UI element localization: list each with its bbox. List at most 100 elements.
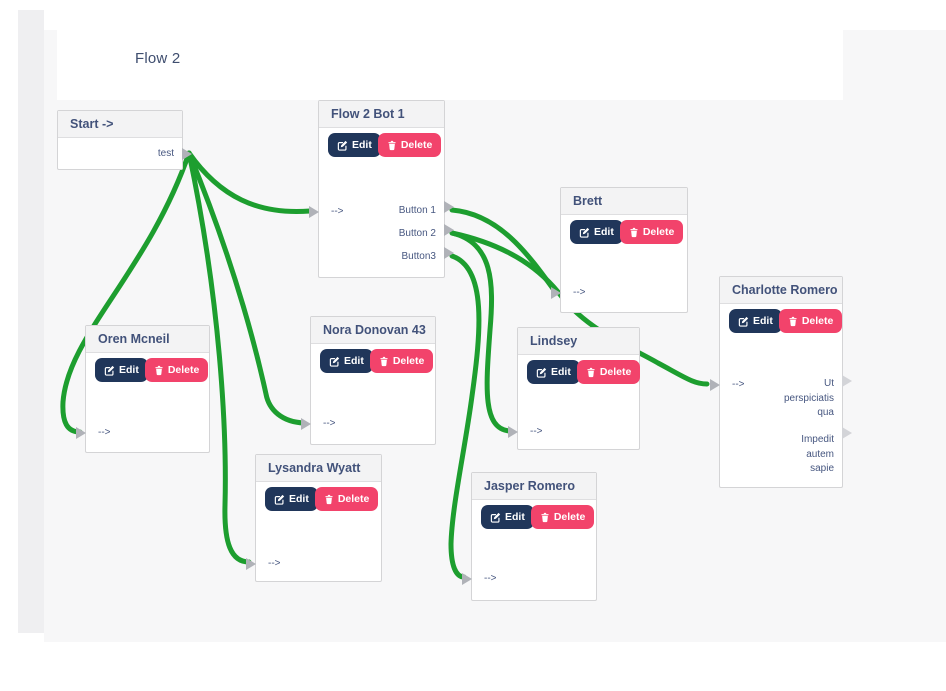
edit-button[interactable]: Edit [95,358,148,382]
output-port-label: Impedit autem sapie [801,434,834,474]
delete-button-label: Delete [392,355,425,367]
output-port[interactable] [842,427,852,439]
node-actions: Edit Delete [95,358,209,382]
input-port[interactable] [551,287,561,299]
output-port-label: test [157,148,174,159]
edit-button[interactable]: Edit [729,309,782,333]
input-port-label: --> [484,573,497,584]
edit-button-label: Edit [289,493,309,505]
node-title: Start -> [58,111,182,138]
input-port[interactable] [301,418,311,430]
node-nora-donovan-43[interactable]: Nora Donovan 43 Edit Delete --> [301,316,436,445]
edit-icon [536,367,547,378]
edit-icon [738,316,749,327]
output-port[interactable] [444,224,454,236]
delete-button[interactable]: Delete [144,358,209,382]
input-port-label: --> [268,558,281,569]
input-port[interactable] [246,558,256,570]
node-title: Oren Mcneil [86,326,209,353]
node-actions: Edit Delete [570,220,684,244]
output-port-label: Button3 [401,251,436,262]
edit-button-label: Edit [505,511,525,523]
node-title: Brett [561,188,687,215]
delete-button[interactable]: Delete [369,349,434,373]
node-title: Jasper Romero [472,473,596,500]
edit-icon [329,356,340,367]
input-port[interactable] [462,573,472,585]
node-actions: Edit Delete [527,360,641,384]
output-port[interactable] [842,375,852,387]
delete-button[interactable]: Delete [778,309,843,333]
edit-button-label: Edit [119,364,139,376]
node-start[interactable]: Start -> test [57,110,192,170]
delete-button[interactable]: Delete [619,220,684,244]
input-port[interactable] [710,379,720,391]
delete-button-label: Delete [801,315,834,327]
delete-button[interactable]: Delete [377,133,442,157]
node-title: Nora Donovan 43 [311,317,435,344]
node-actions: Edit Delete [729,309,843,333]
input-port-label: --> [98,427,111,438]
node-title: Lysandra Wyatt [256,455,381,482]
node-title: Charlotte Romero [720,277,842,304]
edit-button[interactable]: Edit [328,133,381,157]
delete-button[interactable]: Delete [314,487,379,511]
output-port-label: Button 2 [398,228,436,239]
delete-button-label: Delete [400,139,433,151]
edit-button-label: Edit [753,315,773,327]
delete-button-label: Delete [553,511,586,523]
edit-button-label: Edit [594,226,614,238]
delete-icon [379,356,389,367]
delete-icon [788,316,798,327]
output-port[interactable] [182,148,192,160]
node-flow-2-bot-1[interactable]: Flow 2 Bot 1 Edit Delete --> Button 1 Button … [309,100,454,278]
edit-icon [490,512,501,523]
input-port-label: --> [732,379,745,390]
delete-button[interactable]: Delete [576,360,641,384]
output-port-label: Ut perspiciatis qua [783,378,834,418]
delete-icon [324,494,334,505]
edit-icon [274,494,285,505]
delete-icon [540,512,550,523]
edit-button-label: Edit [344,355,364,367]
input-port-label: --> [573,287,586,298]
node-actions: Edit Delete [328,133,442,157]
node-title: Flow 2 Bot 1 [319,101,444,128]
page-header: Flow 2 [57,10,843,100]
input-port[interactable] [508,426,518,438]
edit-button-label: Edit [352,139,372,151]
output-port[interactable] [444,247,454,259]
edit-icon [104,365,115,376]
edit-button[interactable]: Edit [527,360,580,384]
delete-button[interactable]: Delete [530,505,595,529]
edit-button[interactable]: Edit [265,487,318,511]
node-actions: Edit Delete [481,505,595,529]
input-port[interactable] [76,427,86,439]
delete-button-label: Delete [337,493,370,505]
delete-icon [387,140,397,151]
edit-button[interactable]: Edit [320,349,373,373]
edit-button[interactable]: Edit [570,220,623,244]
input-port-label: --> [530,426,543,437]
edit-icon [337,140,348,151]
delete-button-label: Delete [167,364,200,376]
delete-icon [586,367,596,378]
input-port-label: --> [331,206,344,217]
delete-button-label: Delete [642,226,675,238]
delete-icon [154,365,164,376]
input-port[interactable] [309,206,319,218]
output-port-label: Button 1 [398,205,436,216]
node-title: Lindsey [518,328,639,355]
delete-icon [629,227,639,238]
delete-button-label: Delete [599,366,632,378]
left-gutter [18,10,44,633]
edit-button[interactable]: Edit [481,505,534,529]
input-port-label: --> [323,418,336,429]
output-port[interactable] [444,201,454,213]
